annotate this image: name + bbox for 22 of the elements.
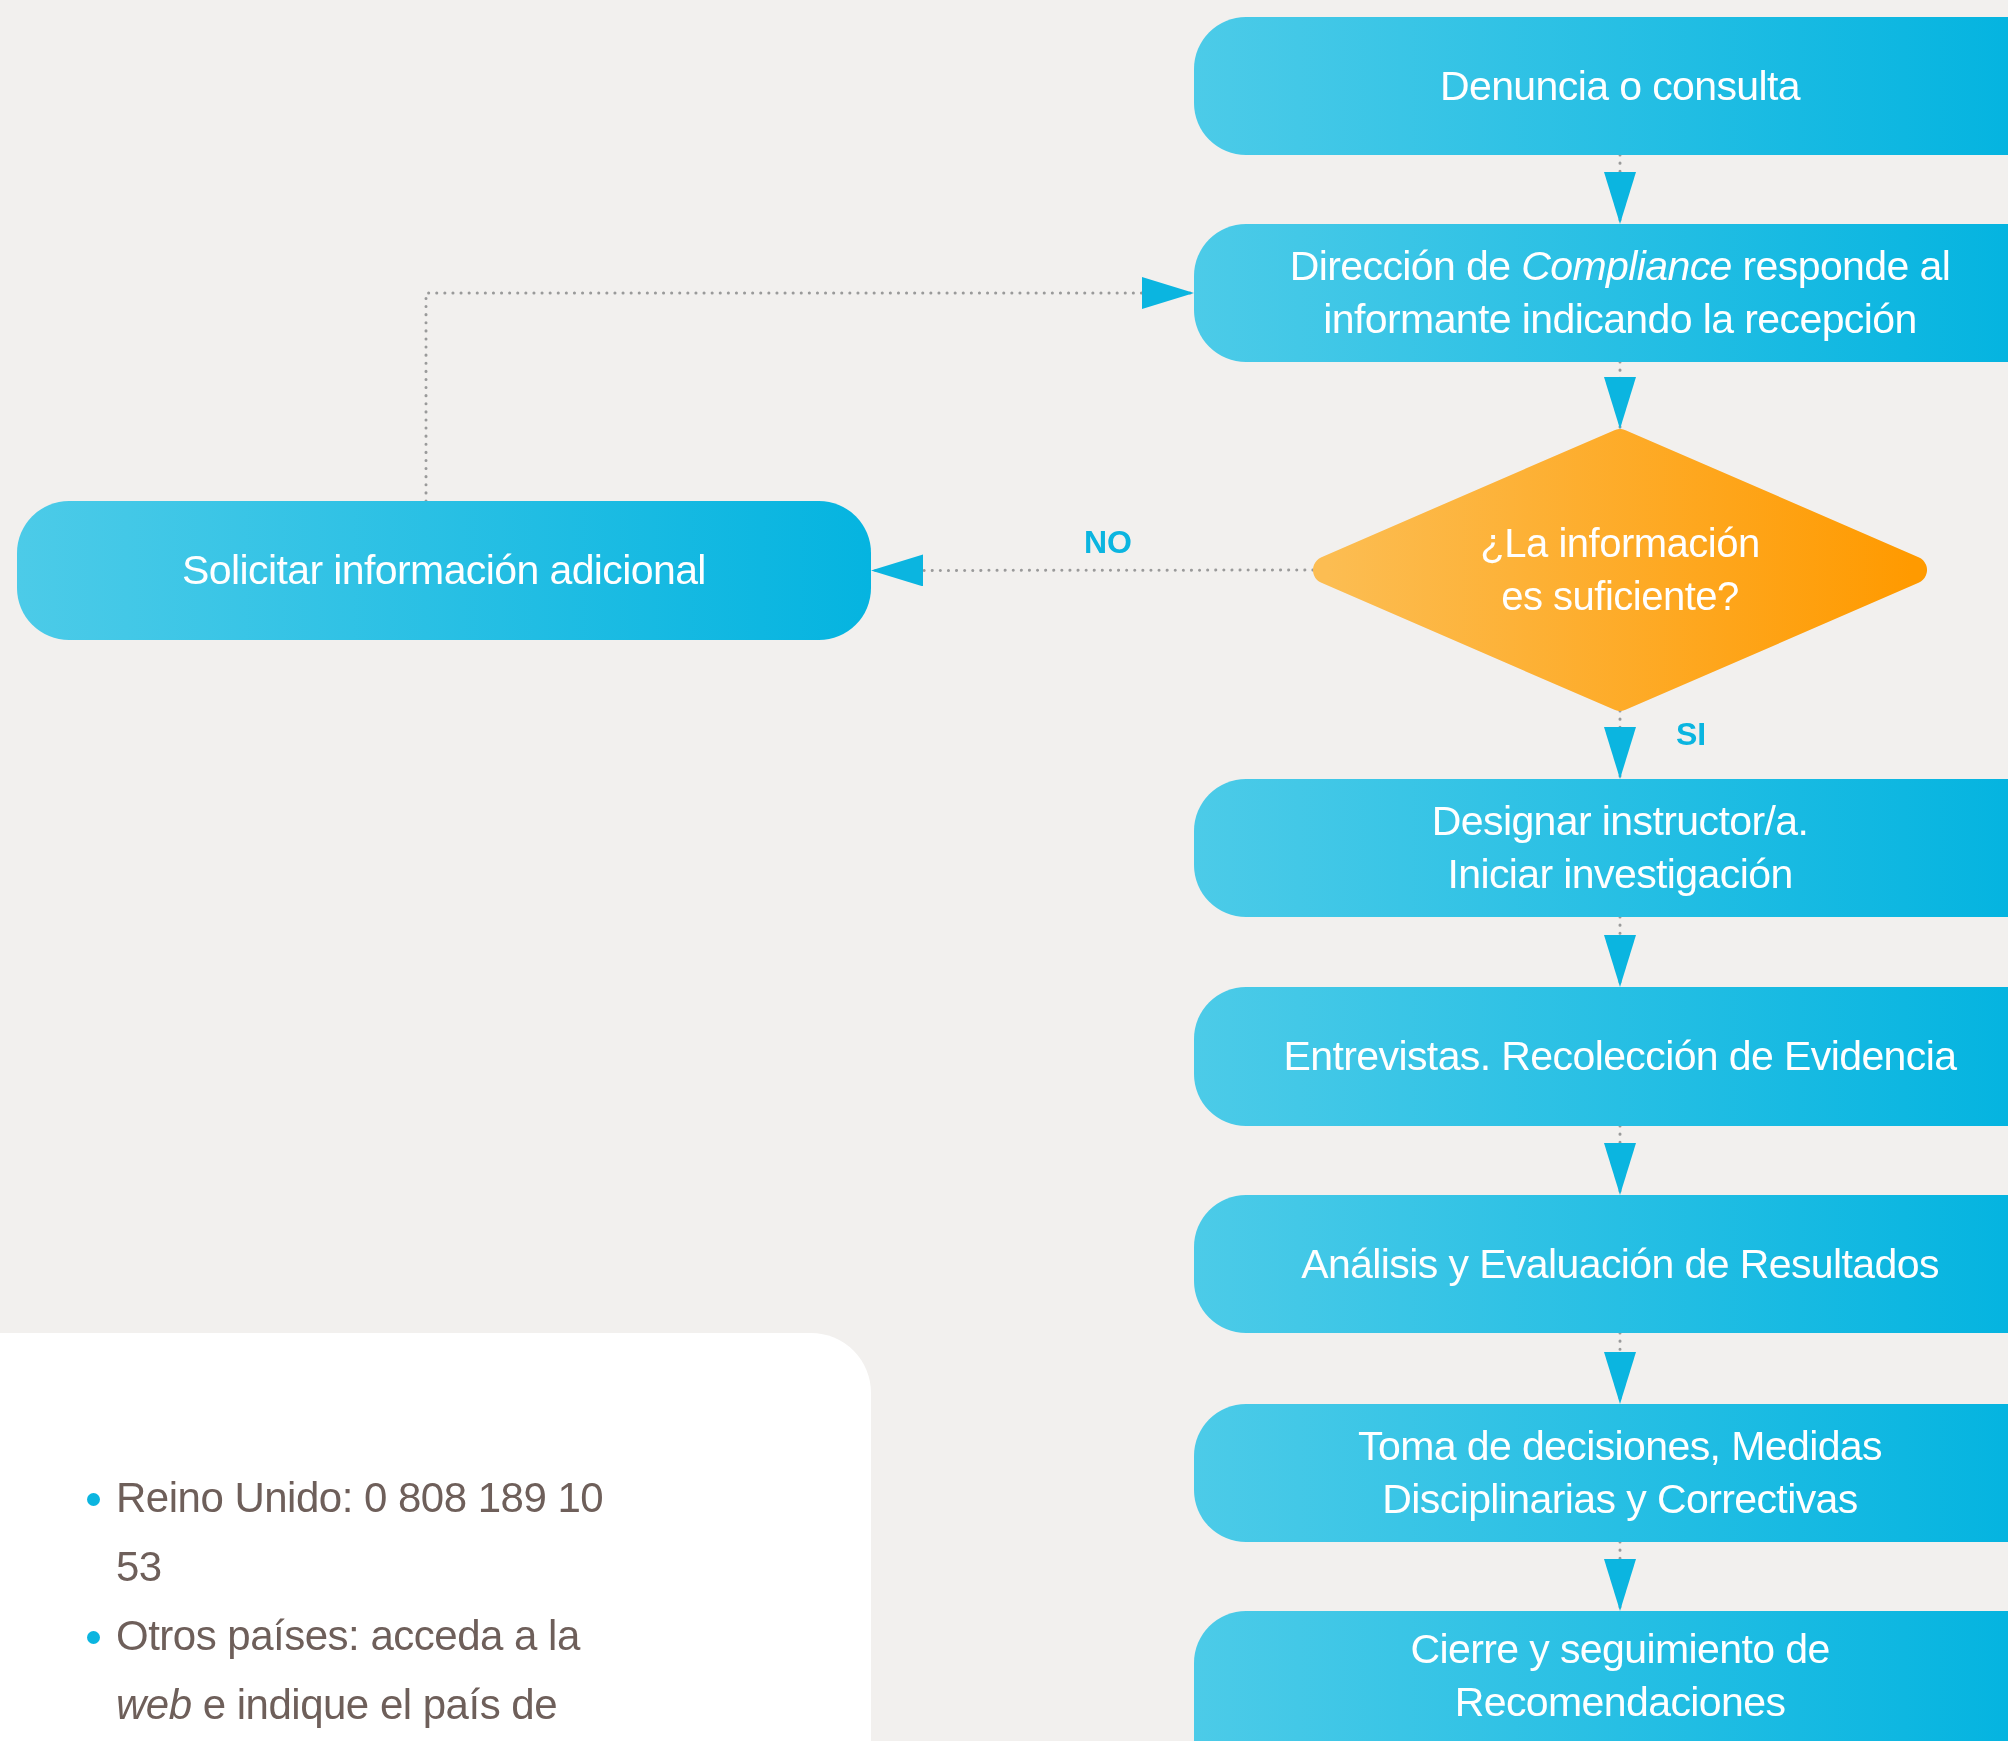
node-text: Denuncia o consulta [1439,61,1801,111]
process-box [1194,1611,2008,1741]
process-box [1194,224,2008,362]
node-text: Entrevistas. Recolección de Evidencia [1283,1032,1957,1081]
arrow [1604,360,1636,431]
process-box [17,501,871,640]
process-box [1194,17,2008,155]
node-text: Designar instructor/a. Iniciar investigación [1430,797,1810,899]
node-text: ¿La información es suficiente? [1479,520,1761,620]
node-text: Toma de decisiones, Medidas Disciplinarias y Correctivas [1357,1422,1883,1524]
process-box [1194,779,2008,917]
list-item: Reino Unido: 0 808 189 10 53 [116,1473,605,1592]
node-text: Cierre y seguimiento de Recomendaciones [1409,1625,1831,1727]
process-box [1194,987,2008,1126]
node-text: Solicitar información adicional [182,546,706,595]
info-panel [0,1333,871,1741]
node-text: Dirección de Compliance responde al informante indicando la recepción [1288,242,1952,344]
node-text: Análisis y Evaluación de Resultados [1301,1239,1939,1289]
list-item: Otros países: acceda a la web e indique el país de [116,1611,582,1730]
arrow [869,554,1315,587]
process-box [1194,1195,2008,1333]
process-box [1194,1404,2008,1542]
